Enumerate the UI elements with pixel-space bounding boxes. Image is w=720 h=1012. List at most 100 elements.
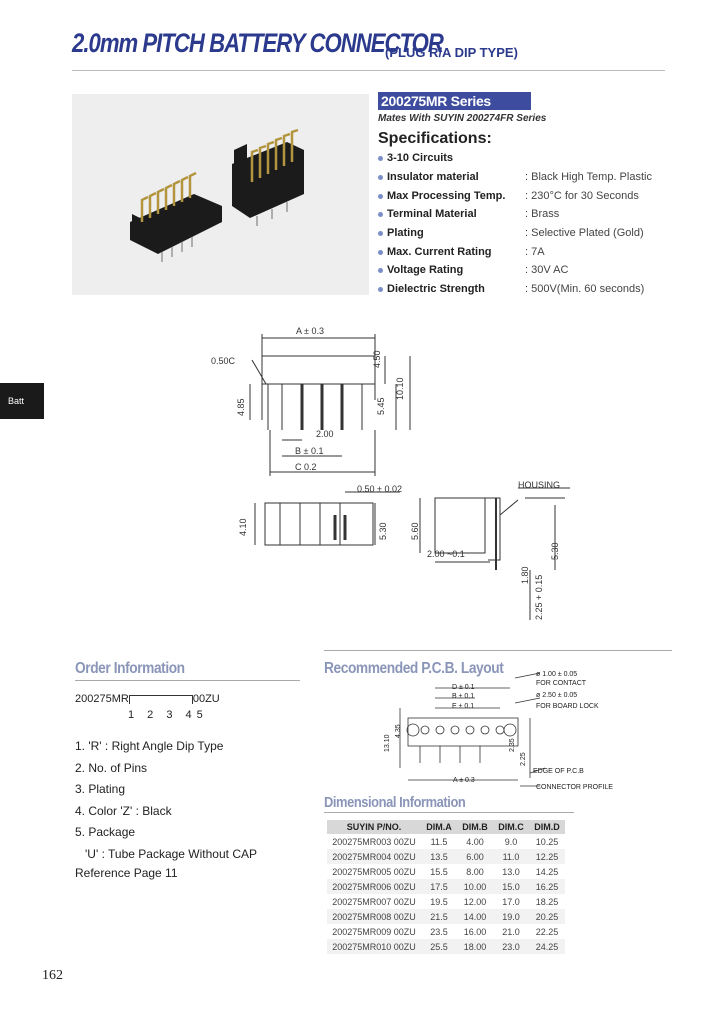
order-item: 2. No. of Pins — [75, 761, 148, 775]
table-cell: 14.00 — [457, 909, 493, 924]
table-cell: 16.00 — [463, 926, 487, 937]
order-item: 5. Package — [75, 825, 136, 839]
dim-a-label: A ± 0.3 — [296, 326, 324, 336]
table-cell: 14.25 — [535, 866, 559, 877]
dim-225-label: 2.25 + 0.15 — [534, 574, 544, 620]
table-cell: 4.00 — [466, 836, 484, 847]
reference-note: Reference Page 11 — [75, 866, 178, 880]
dimensional-info-rule — [324, 812, 574, 813]
spec-value: : 7A — [525, 246, 545, 258]
table-cell: 16.25 — [529, 879, 565, 894]
table-cell: 17.5 — [421, 879, 457, 894]
dimensional-table: SUYIN P/NO. DIM.A DIM.B DIM.C DIM.D 2002… — [327, 820, 565, 954]
spec-row: 3-10 Circuits — [378, 152, 453, 164]
table-header: DIM.D — [529, 820, 565, 834]
part-blank-boxes — [128, 695, 193, 704]
table-cell: 13.0 — [502, 866, 520, 877]
pcb-connector-profile: CONNECTOR PROFILE — [536, 784, 613, 791]
spec-row: Voltage Rating : 30V AC — [378, 264, 568, 276]
housing-label: HOUSING — [518, 480, 561, 490]
spec-label: Max Processing Temp. — [387, 190, 506, 202]
spec-value: : Black High Temp. Plastic — [525, 171, 652, 183]
mates-with-note: Mates With SUYIN 200274FR Series — [378, 113, 547, 124]
table-cell: 9.0 — [504, 836, 518, 847]
connector-photo-image — [130, 128, 304, 262]
bullet-icon — [378, 230, 383, 236]
table-cell: 13.5 — [421, 849, 457, 864]
spec-value: : 500V(Min. 60 seconds) — [525, 283, 645, 295]
part-prefix: 200275MR — [75, 693, 129, 705]
table-cell: 200275MR009 00ZU — [332, 926, 416, 937]
order-item: 1. 'R' : Right Angle Dip Type — [75, 739, 224, 753]
spec-row: Insulator material : Black High Temp. Pl… — [378, 171, 652, 183]
pcb-dim-225: 2.25 — [520, 752, 527, 766]
table-cell: 24.25 — [529, 939, 565, 954]
table-header: DIM.A — [421, 820, 457, 834]
pcb-layout-rule — [324, 650, 672, 651]
dim-180-label: 1.80 — [520, 566, 530, 584]
side-tab-batt[interactable]: Batt — [0, 383, 44, 419]
dim-530b-label: 5.30 — [550, 542, 560, 560]
dim-560-label: 5.60 — [410, 522, 420, 540]
pcb-dim-a: A ± 0.3 — [453, 777, 475, 784]
dim-050-label: 0.50 ± 0.02 — [357, 484, 402, 494]
page-subtitle: (PLUG R/A DIP TYPE) — [385, 45, 518, 60]
pcb-dim-235: 2.35 — [509, 738, 516, 752]
product-photo — [72, 94, 369, 295]
bullet-icon — [378, 155, 383, 161]
table-cell: 23.0 — [493, 939, 529, 954]
table-cell: 200275MR006 00ZU — [327, 879, 421, 894]
spec-label: Plating — [387, 227, 424, 239]
chamfer-label: 0.50C — [211, 356, 236, 366]
pcb-for-board-lock: FOR BOARD LOCK — [536, 703, 599, 710]
table-cell: 200275MR008 00ZU — [327, 909, 421, 924]
dim-530a-label: 5.30 — [378, 522, 388, 540]
table-cell: 200275MR005 00ZU — [332, 866, 416, 877]
table-cell: 200275MR003 00ZU — [332, 836, 416, 847]
dim-c-label: C 0.2 — [295, 462, 317, 472]
table-cell: 10.00 — [457, 879, 493, 894]
dim-545-label: 5.45 — [376, 397, 386, 415]
table-cell: 19.5 — [430, 896, 448, 907]
spec-label: Max. Current Rating — [387, 246, 492, 258]
dim-200b-label: 2.00 ~0.1 — [427, 549, 465, 559]
order-info-rule — [75, 680, 300, 681]
bullet-icon — [378, 249, 383, 255]
pcb-layout-heading: Recommended P.C.B. Layout — [324, 660, 504, 677]
table-cell: 10.25 — [535, 836, 559, 847]
table-cell: 15.0 — [493, 879, 529, 894]
spec-value: : Selective Plated (Gold) — [525, 227, 644, 239]
bullet-icon — [378, 286, 383, 292]
spec-row: Terminal Material : Brass — [378, 208, 559, 220]
table-cell: 21.0 — [502, 926, 520, 937]
dim-1010-label: 10.10 — [395, 377, 405, 400]
order-info-heading: Order Information — [75, 660, 185, 677]
series-name: 200275MR Series — [378, 92, 531, 110]
table-cell: 21.5 — [421, 909, 457, 924]
table-cell: 18.25 — [535, 896, 559, 907]
pcb-dim-e: E ± 0.1 — [452, 703, 475, 710]
order-item: 3. Plating — [75, 782, 126, 796]
table-header: SUYIN P/NO. — [327, 820, 421, 834]
order-item: 4. Color 'Z' : Black — [75, 804, 172, 818]
pcb-edge-label: EDGE OF P.C.B — [533, 768, 584, 775]
spec-row: Max. Current Rating : 7A — [378, 246, 545, 258]
pcb-dim-435: 4.35 — [395, 724, 402, 738]
dim-410-label: 4.10 — [238, 518, 248, 536]
pcb-for-contact: FOR CONTACT — [536, 680, 587, 687]
table-header: DIM.B — [457, 820, 493, 834]
pcb-dim-d: D ± 0.1 — [452, 684, 475, 691]
table-cell: 19.0 — [493, 909, 529, 924]
dimensional-info-heading: Dimensional Information — [324, 794, 466, 811]
table-cell: 6.00 — [457, 849, 493, 864]
pcb-dim-1310: 13.10 — [384, 734, 391, 752]
bullet-icon — [378, 193, 383, 199]
order-item: 'U' : Tube Package Without CAP — [75, 847, 257, 861]
